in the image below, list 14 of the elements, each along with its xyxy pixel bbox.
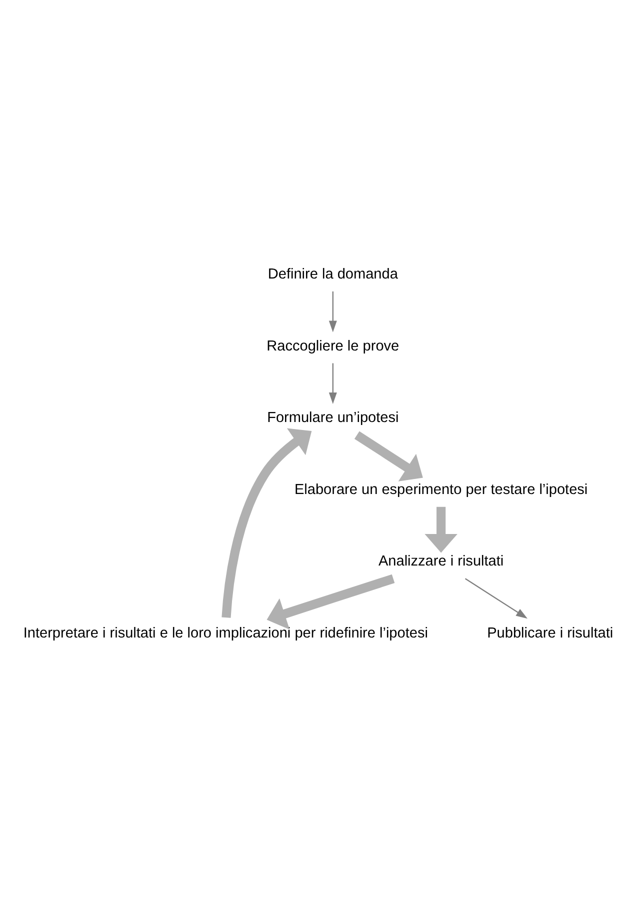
arrow (266, 574, 395, 630)
node-text: Raccogliere le prove (266, 338, 400, 354)
arrow (222, 428, 312, 618)
node-text: Analizzare i risultati (378, 553, 504, 570)
arrow (424, 506, 458, 552)
arrow (328, 362, 337, 404)
node-text: Elaborare un esperimento per testare l’ipotesi (294, 481, 588, 498)
node-text: Pubblicare i risultati (487, 624, 614, 641)
node-text: Definire la domanda (268, 266, 398, 282)
node-text: Interpretare i risultati e le loro implicazioni per ridefinire l’ipotesi (23, 624, 428, 641)
arrow (328, 290, 337, 332)
node-text: Formulare un’ipotesi (267, 410, 399, 426)
arrow (464, 578, 528, 618)
arrow (354, 430, 423, 481)
